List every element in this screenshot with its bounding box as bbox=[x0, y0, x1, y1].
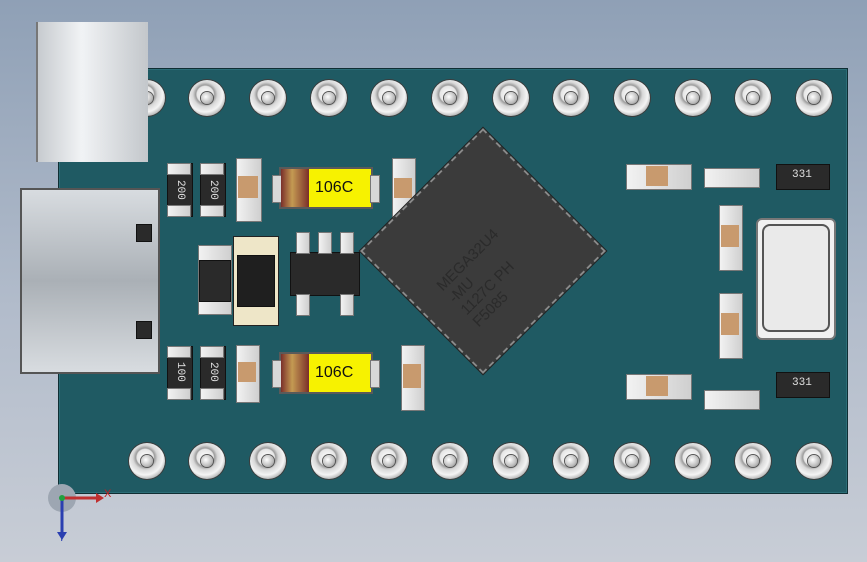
header-pad[interactable] bbox=[129, 443, 165, 479]
header-pad[interactable] bbox=[735, 443, 771, 479]
header-pad[interactable] bbox=[311, 80, 347, 116]
regulator[interactable] bbox=[290, 252, 360, 296]
header-pad[interactable] bbox=[432, 80, 468, 116]
resistor-label: 200 bbox=[174, 180, 186, 200]
regulator-pin bbox=[340, 232, 354, 254]
tantalum-capacitor[interactable]: 106C bbox=[272, 352, 380, 394]
resistor-end bbox=[200, 388, 224, 400]
header-pad[interactable] bbox=[553, 443, 589, 479]
header-pad[interactable] bbox=[675, 80, 711, 116]
resistor-end bbox=[200, 205, 224, 217]
tantalum-end bbox=[370, 360, 380, 388]
led[interactable] bbox=[704, 168, 760, 188]
capacitor-body bbox=[394, 178, 412, 198]
header-pad[interactable] bbox=[189, 80, 225, 116]
tantalum-capacitor[interactable]: 106C bbox=[272, 167, 380, 209]
capacitor-body bbox=[646, 166, 668, 186]
header-pad[interactable] bbox=[371, 80, 407, 116]
axis-triad bbox=[44, 480, 114, 546]
usb-shell bbox=[36, 22, 148, 162]
regulator-pin bbox=[318, 232, 332, 254]
header-pad[interactable] bbox=[553, 80, 589, 116]
resistor-label: 331 bbox=[792, 169, 812, 181]
crystal-lid bbox=[762, 224, 830, 332]
header-pad[interactable] bbox=[796, 443, 832, 479]
header-pad[interactable] bbox=[675, 443, 711, 479]
resistor-label: 100 bbox=[174, 362, 186, 382]
axis-triad-icon bbox=[48, 484, 104, 540]
capacitor-body bbox=[238, 176, 258, 198]
capacitor-body bbox=[721, 313, 739, 335]
resistor[interactable] bbox=[776, 372, 830, 398]
tantalum-end bbox=[370, 175, 380, 203]
resistor-label: 200 bbox=[207, 180, 219, 200]
resistor-end bbox=[200, 346, 224, 358]
resistor-end bbox=[167, 388, 191, 400]
header-pad[interactable] bbox=[250, 443, 286, 479]
header-pad[interactable] bbox=[614, 80, 650, 116]
capacitor-body bbox=[721, 225, 739, 247]
capacitor-body bbox=[238, 362, 256, 382]
y-axis-head bbox=[57, 532, 67, 540]
led[interactable] bbox=[704, 390, 760, 410]
y-axis-label: Y bbox=[58, 532, 66, 544]
x-axis-head bbox=[96, 493, 104, 503]
usb-pin bbox=[136, 321, 152, 339]
resistor-label: 331 bbox=[792, 377, 812, 389]
regulator-pin bbox=[296, 232, 310, 254]
header-pad[interactable] bbox=[371, 443, 407, 479]
resistor-label: 200 bbox=[207, 362, 219, 382]
regulator-pin bbox=[340, 294, 354, 316]
resistor-end bbox=[200, 163, 224, 175]
x-axis-label: X bbox=[104, 488, 112, 500]
header-pad[interactable] bbox=[614, 443, 650, 479]
polarity-stripe bbox=[281, 354, 309, 392]
capacitor-body bbox=[646, 376, 668, 396]
capacitor-body bbox=[403, 364, 421, 388]
header-pad[interactable] bbox=[250, 80, 286, 116]
diode-body bbox=[199, 260, 231, 302]
regulator-pin bbox=[296, 294, 310, 316]
fuse-body bbox=[237, 255, 275, 307]
resistor-end bbox=[167, 163, 191, 175]
resistor[interactable] bbox=[776, 164, 830, 190]
resistor-end bbox=[167, 346, 191, 358]
header-pad[interactable] bbox=[796, 80, 832, 116]
usb-pin bbox=[136, 224, 152, 242]
usb-connector[interactable] bbox=[20, 188, 160, 374]
resistor-end bbox=[167, 205, 191, 217]
header-pad[interactable] bbox=[493, 443, 529, 479]
tantalum-label: 106C bbox=[315, 179, 354, 196]
header-pad[interactable] bbox=[189, 443, 225, 479]
header-pad[interactable] bbox=[735, 80, 771, 116]
header-pad[interactable] bbox=[493, 80, 529, 116]
tantalum-label: 106C bbox=[315, 364, 354, 381]
polarity-stripe bbox=[281, 169, 309, 207]
header-pad[interactable] bbox=[311, 443, 347, 479]
z-axis-dot bbox=[59, 495, 65, 501]
header-pad[interactable] bbox=[432, 443, 468, 479]
